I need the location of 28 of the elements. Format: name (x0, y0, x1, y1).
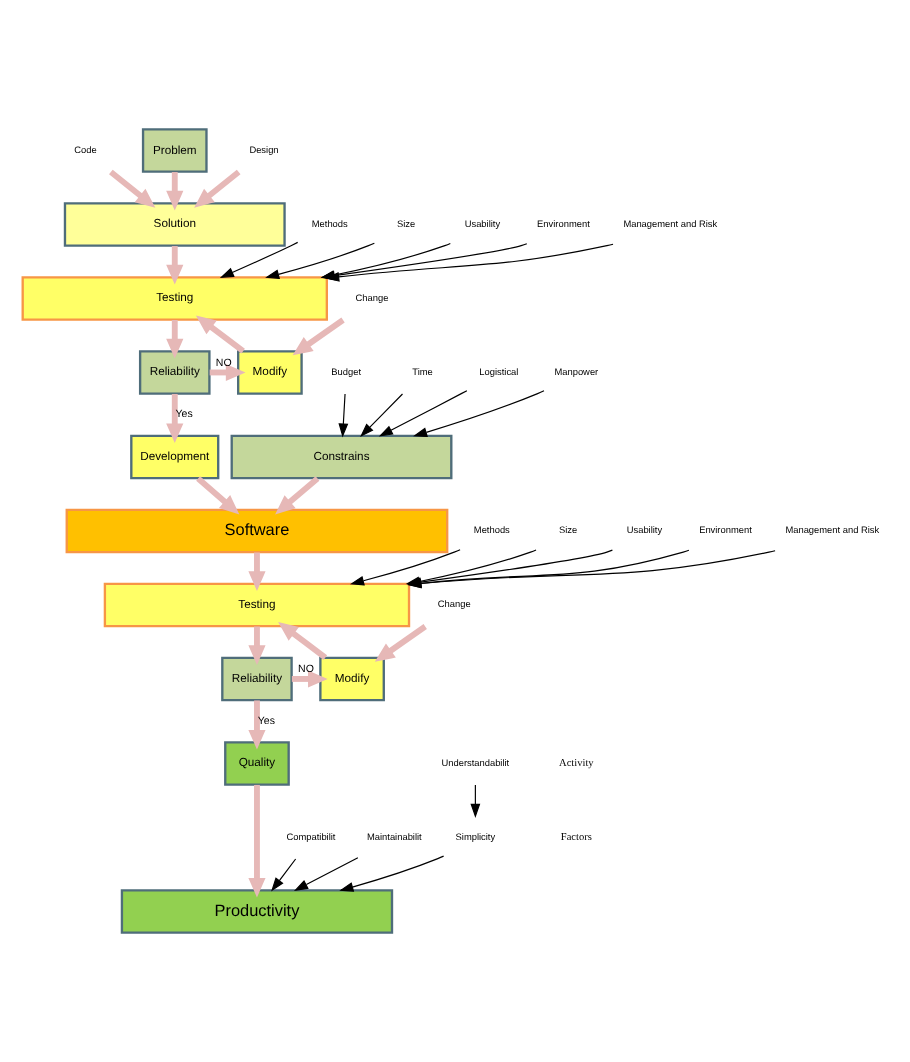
arrow (292, 857, 358, 891)
arrow (373, 624, 426, 662)
arrow (165, 172, 183, 211)
arrow (274, 476, 319, 515)
arrow (412, 390, 544, 437)
arrow (247, 700, 265, 750)
arrow (247, 626, 265, 665)
arrow (337, 393, 348, 438)
arrow (291, 317, 344, 356)
arrow (338, 855, 444, 892)
arrow (165, 320, 183, 359)
arrow (247, 784, 265, 898)
arrow (377, 390, 467, 437)
arrow (208, 363, 245, 382)
arrow (193, 169, 240, 208)
arrow (218, 241, 298, 279)
arrow (165, 393, 183, 444)
arrow (290, 670, 327, 688)
arrow (194, 315, 244, 354)
arrow (359, 393, 403, 438)
arrow (108, 169, 155, 208)
arrow (469, 784, 480, 818)
arrow (324, 243, 613, 282)
arrow (247, 552, 265, 591)
arrow (270, 858, 296, 892)
arrow (195, 476, 239, 515)
arrow (277, 622, 327, 660)
arrow (165, 246, 183, 285)
